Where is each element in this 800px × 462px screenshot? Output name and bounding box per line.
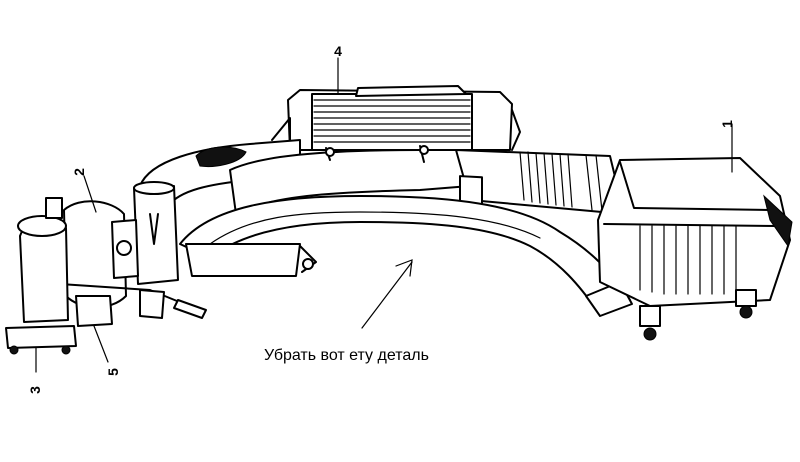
intercooler xyxy=(271,85,521,151)
callout-4: 4 xyxy=(334,43,342,59)
callout-2: 2 xyxy=(71,168,87,176)
callout-3: 3 xyxy=(27,386,43,394)
rear-upper-hose xyxy=(139,139,301,207)
air-filter-box xyxy=(597,157,793,341)
annotation-arrow xyxy=(361,259,413,329)
exhaust-elbow xyxy=(5,197,77,355)
turbocharger xyxy=(59,181,207,327)
annotation-text: Убрать вот ету деталь xyxy=(264,347,429,364)
leader-lines xyxy=(35,57,733,373)
intake-duct xyxy=(179,195,633,317)
callout-5: 5 xyxy=(105,368,121,376)
callout-1: 1 xyxy=(719,120,735,128)
